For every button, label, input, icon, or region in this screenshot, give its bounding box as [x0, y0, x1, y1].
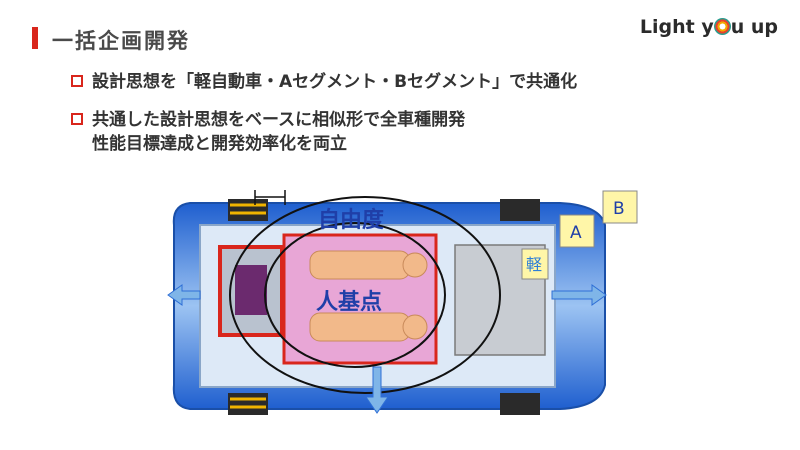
wheel-rear-left [500, 199, 540, 221]
label-b-box [602, 190, 638, 224]
seat-front [309, 250, 411, 280]
wheel-front-left [228, 199, 268, 221]
freedom-ellipse [229, 196, 501, 394]
arrow-right [551, 284, 607, 306]
label-freedom: 自由度 [318, 207, 385, 233]
bullet-1-text: 設計思想を「軽自動車・Aセグメント・Bセグメント」で共通化 [92, 72, 578, 92]
logo-rings-icon [713, 18, 731, 35]
bullet-2: 共通した設計思想をベースに相似形で全車種開発 性能目標達成と開発効率化を両立 [71, 108, 466, 156]
bullet-2-text-line1: 共通した設計思想をベースに相似形で全車種開発 [92, 110, 466, 130]
label-a-box [559, 214, 595, 248]
wheel-rear-right [500, 393, 540, 415]
logo-text-left: Light y [639, 16, 714, 38]
label-a: A [570, 223, 582, 243]
page-title: 一括企画開発 [52, 29, 190, 53]
arrow-left [167, 284, 201, 306]
occupant-head-2 [402, 314, 428, 340]
bullet-1: 設計思想を「軽自動車・Aセグメント・Bセグメント」で共通化 [71, 70, 578, 94]
seat-rear [309, 312, 411, 342]
bullet-square-icon [71, 75, 83, 87]
label-kei: 軽 [526, 255, 542, 274]
label-human-base: 人基点 [316, 289, 382, 315]
bullet-square-icon [71, 113, 83, 125]
human-base-ellipse [264, 222, 446, 368]
car-platform-diagram: 自由度 人基点 B A 軽 [167, 190, 638, 415]
title-accent-bar [32, 27, 38, 49]
brand-logo: Light y u up [640, 16, 778, 38]
logo-text-right: u up [730, 16, 778, 38]
occupant-head-1 [402, 252, 428, 278]
label-b: B [613, 199, 625, 219]
arrow-down [365, 366, 389, 414]
label-kei-box [521, 248, 549, 280]
wheel-front-right [228, 393, 268, 415]
dimension-marker [254, 190, 286, 205]
bullet-2-text-line2: 性能目標達成と開発効率化を両立 [92, 134, 347, 154]
engine-block [235, 265, 267, 315]
